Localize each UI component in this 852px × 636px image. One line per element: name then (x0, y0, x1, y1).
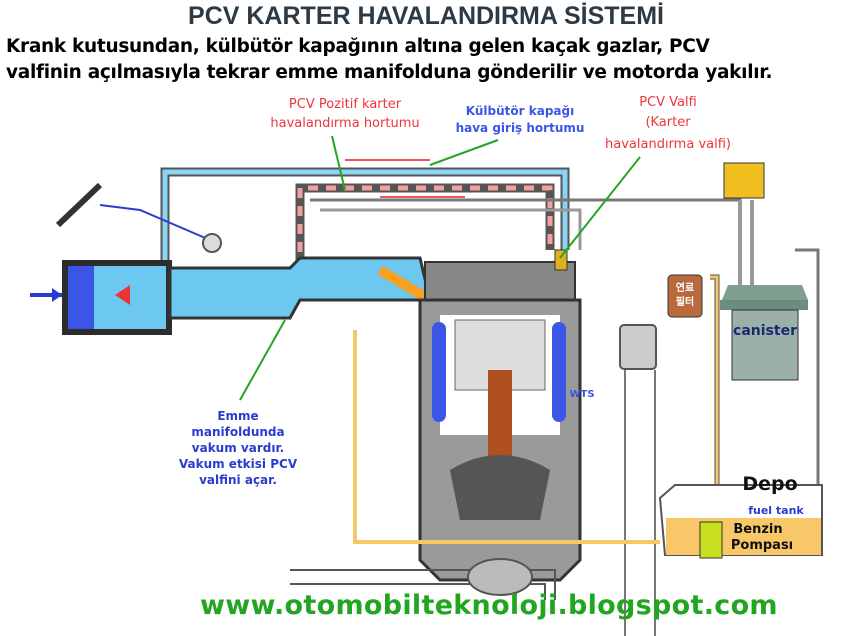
pcv-valve-label: (Karter (645, 115, 691, 130)
fuel-filter-label: 필터 (676, 295, 694, 308)
intake-manifold (168, 256, 433, 320)
oil-filter (619, 324, 657, 370)
pcv-hose-label: havalandırma hortumu (270, 116, 419, 131)
gauge-icon (202, 233, 222, 253)
pcv-hose-label: PCV Pozitif karter (289, 97, 402, 112)
pcv-valve-label: havalandırma valfi) (605, 137, 731, 152)
air-filter (62, 260, 172, 335)
canister: canister (720, 162, 808, 381)
accelerator-pedal (55, 182, 211, 241)
fuel-tank-label: fuel tank (748, 504, 804, 517)
pcv-valve-label: PCV Valfi (639, 95, 697, 110)
pcv-valve (554, 249, 568, 271)
catalytic-converter (290, 558, 556, 600)
manifold-note: valfini açar. (199, 473, 277, 487)
fuel-filter-label: 연료 (676, 281, 694, 294)
pointer-arrows (239, 135, 641, 401)
engine-block (418, 261, 582, 582)
wts-label: WTS (569, 389, 594, 400)
arrow-head-icon (52, 288, 62, 302)
pump-label: Benzin (733, 522, 782, 537)
description-line-2: valfinin açılmasıyla tekrar emme manifol… (6, 62, 773, 83)
manifold-note: Vakum etkisi PCV (179, 457, 298, 471)
depo-label: Depo (742, 473, 797, 495)
fuel-tank: Depo fuel tank Benzin Pompası (658, 473, 823, 559)
pcv-hose (160, 159, 742, 270)
rocker-hose-label: Külbütör kapağı (466, 104, 574, 118)
pump-label: Pompası (731, 538, 793, 553)
manifold-note: Emme (217, 409, 258, 423)
page-title: PCV KARTER HAVALANDIRMA SİSTEMİ (188, 2, 664, 30)
fuel-filter: 연료 필터 (667, 274, 703, 318)
manifold-note: vakum vardır. (192, 441, 284, 455)
rocker-hose-label: hava giriş hortumu (456, 121, 585, 135)
manifold-note: manifoldunda (191, 425, 284, 439)
description-line-1: Krank kutusundan, külbütör kapağının alt… (6, 36, 710, 57)
canister-label: canister (733, 323, 797, 339)
website-link[interactable]: www.otomobilteknoloji.blogspot.com (200, 590, 778, 621)
